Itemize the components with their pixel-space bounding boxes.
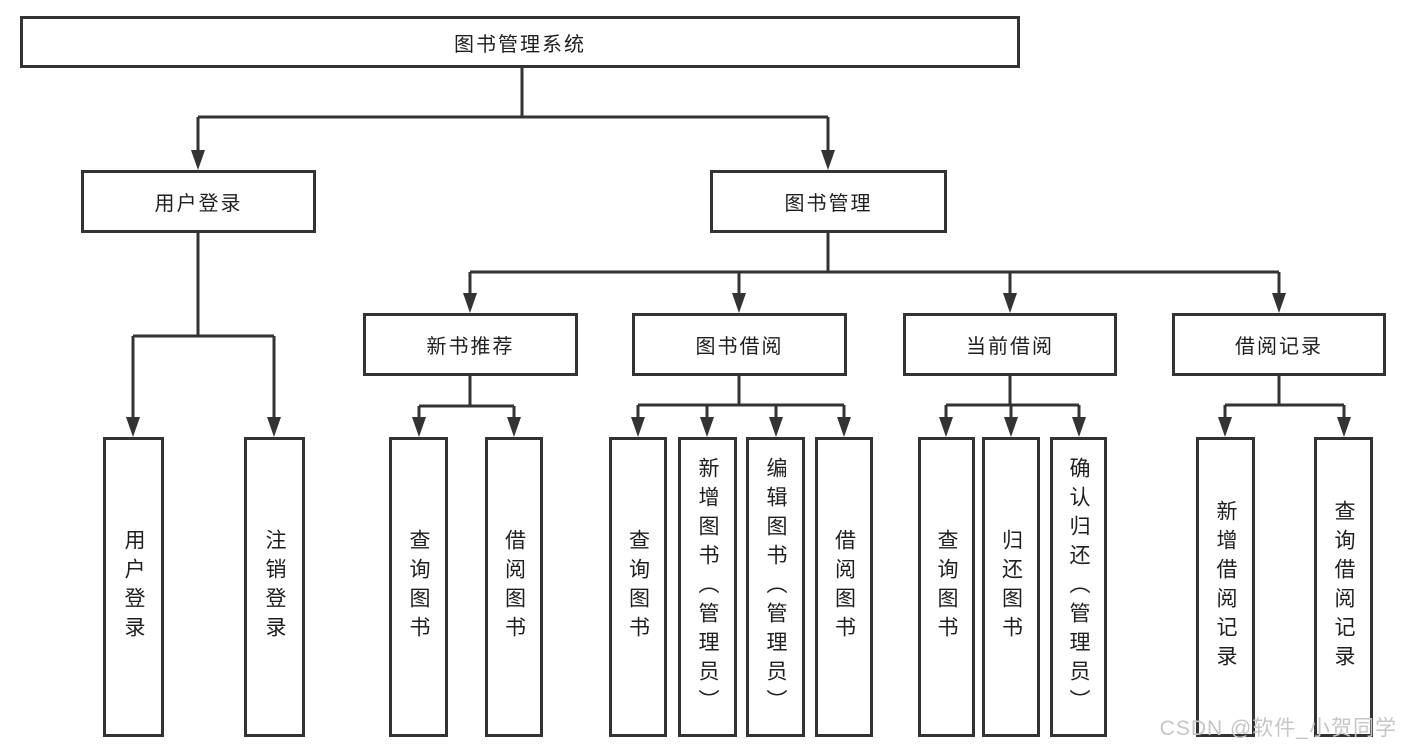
leaf-label: 查询图书 — [935, 529, 958, 645]
node-book-management: 图书管理 — [710, 170, 947, 233]
node-label: 图书管理 — [784, 193, 873, 215]
node-label: 新书推荐 — [426, 336, 515, 358]
node-book-borrowing: 图书借阅 — [632, 313, 847, 376]
leaf-label: 查询借阅记录 — [1332, 500, 1355, 674]
node-new-book-recommendation: 新书推荐 — [363, 313, 578, 376]
leaf-label: 借阅图书 — [502, 529, 526, 645]
leaf-borrow-books-recommend: 借阅图书 — [485, 437, 543, 737]
leaf-user-login: 用户登录 — [103, 437, 164, 737]
leaf-label: 查询图书 — [626, 529, 650, 645]
leaf-label: 借阅图书 — [832, 529, 856, 645]
node-current-borrowing: 当前借阅 — [903, 313, 1117, 376]
node-label: 图书借阅 — [695, 336, 784, 358]
leaf-confirm-return-admin: 确认归还（管理员） — [1050, 437, 1107, 737]
leaf-query-books-recommend: 查询图书 — [389, 437, 448, 737]
leaf-add-borrowing-record: 新增借阅记录 — [1196, 437, 1255, 737]
leaf-label: 用户登录 — [122, 529, 145, 645]
leaf-label: 归还图书 — [999, 529, 1023, 645]
leaf-label: 新增借阅记录 — [1214, 500, 1237, 674]
leaf-edit-book-admin: 编辑图书（管理员） — [746, 437, 805, 737]
leaf-query-books-current: 查询图书 — [918, 437, 975, 737]
leaf-logout: 注销登录 — [244, 437, 305, 737]
node-borrowing-records: 借阅记录 — [1172, 313, 1386, 376]
leaf-label: 查询图书 — [407, 529, 430, 645]
leaf-label: 注销登录 — [263, 529, 286, 645]
leaf-label: 编辑图书（管理员） — [764, 456, 787, 718]
leaf-label: 确认归还（管理员） — [1067, 456, 1090, 718]
csdn-watermark: CSDN @软件_小贺同学 — [1159, 717, 1397, 740]
node-user-login: 用户登录 — [81, 170, 316, 233]
leaf-return-books: 归还图书 — [982, 437, 1040, 737]
leaf-label: 新增图书（管理员） — [696, 456, 719, 718]
node-label: 用户登录 — [154, 193, 243, 215]
node-library-management-system: 图书管理系统 — [20, 16, 1020, 68]
node-label: 当前借阅 — [966, 336, 1054, 358]
leaf-add-book-admin: 新增图书（管理员） — [678, 437, 737, 737]
leaf-borrow-books-borrowing: 借阅图书 — [815, 437, 873, 737]
leaf-query-borrowing-record: 查询借阅记录 — [1314, 437, 1373, 737]
node-label: 图书管理系统 — [454, 33, 586, 56]
node-label: 借阅记录 — [1235, 336, 1323, 358]
leaf-query-books-borrowing: 查询图书 — [609, 437, 667, 737]
